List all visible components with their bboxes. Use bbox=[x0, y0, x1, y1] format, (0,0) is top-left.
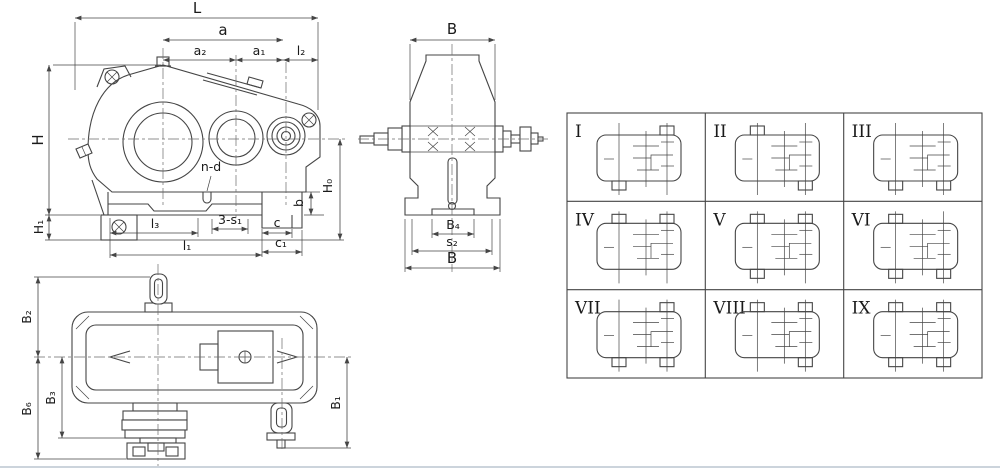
assembly-cell-IV: IV bbox=[575, 210, 682, 284]
dim-label-b: b bbox=[291, 199, 306, 207]
assembly-cell-I: I bbox=[575, 122, 682, 195]
assembly-cell-VI: VI bbox=[851, 210, 959, 284]
assembly-cell-numeral: VIII bbox=[712, 299, 745, 319]
dim-label-H0: H₀ bbox=[320, 179, 335, 193]
top-view: B₂ B₆ B₃ B₁ bbox=[19, 264, 352, 467]
shaft-stub-tl bbox=[749, 213, 765, 224]
shaft-stub-tl bbox=[749, 302, 765, 313]
dim-label-B6: B₆ bbox=[19, 402, 34, 416]
assembly-cell-numeral: VI bbox=[851, 210, 871, 230]
shaft-stub-bl bbox=[611, 180, 627, 191]
assembly-cell-II: II bbox=[713, 122, 820, 195]
shaft-stub-tr bbox=[936, 302, 952, 313]
dim-label-l2: l₂ bbox=[297, 43, 305, 58]
shaft-stub-bl bbox=[888, 180, 904, 191]
shaft-stub-tr bbox=[659, 125, 675, 136]
shaft-stub-tr bbox=[797, 213, 813, 224]
assembly-cell-III: III bbox=[852, 122, 959, 195]
shaft-stub-tl bbox=[611, 213, 627, 224]
dim-label-l1: l₁ bbox=[183, 238, 191, 253]
dim-label-B3: B₃ bbox=[43, 391, 58, 405]
assembly-cell-numeral: III bbox=[852, 122, 872, 142]
assembly-cell-VIII: VIII bbox=[712, 299, 820, 372]
shaft-stub-tl bbox=[888, 213, 904, 224]
shaft-stub-tr bbox=[659, 302, 675, 313]
dim-label-s2: s₂ bbox=[446, 234, 458, 249]
dim-label-H1: H₁ bbox=[31, 220, 46, 234]
assembly-cell-numeral: IV bbox=[575, 210, 595, 230]
dim-label-a1: a₁ bbox=[253, 43, 266, 58]
dim-label-n-d: n-d bbox=[201, 159, 221, 174]
assembly-cell-IX: IX bbox=[852, 299, 959, 372]
dim-label-3-s1: 3-s₁ bbox=[218, 212, 242, 227]
assembly-cell-numeral: IX bbox=[852, 299, 872, 319]
shaft-stub-bl bbox=[888, 268, 904, 279]
dim-label-a2: a₂ bbox=[194, 43, 207, 58]
dim-label-L: L bbox=[193, 0, 202, 17]
dim-label-B-bottom: B bbox=[447, 249, 457, 267]
assembly-cell-V: V bbox=[712, 210, 820, 284]
front-view: L a a₂ a₁ l₂ bbox=[29, 0, 348, 258]
shaft-stub-tr bbox=[797, 302, 813, 313]
shaft-stub-br bbox=[797, 180, 813, 191]
dim-label-B-top: B bbox=[447, 20, 457, 38]
assembly-cell-numeral: V bbox=[712, 210, 726, 230]
dim-label-B4: B₄ bbox=[446, 217, 460, 232]
shaft-stub-br bbox=[659, 357, 675, 368]
assembly-cell-numeral: I bbox=[575, 122, 582, 142]
shaft-stub-tr bbox=[659, 213, 675, 224]
dim-label-l3: l₃ bbox=[151, 216, 159, 231]
shaft-stub-br bbox=[936, 357, 952, 368]
shaft-stub-tl bbox=[888, 302, 904, 313]
assembly-cell-numeral: II bbox=[713, 122, 726, 142]
assembly-cell-VII: VII bbox=[574, 299, 682, 372]
shaft-stub-bl bbox=[888, 357, 904, 368]
shaft-stub-br bbox=[797, 357, 813, 368]
dim-label-c1: c₁ bbox=[275, 235, 287, 250]
shaft-stub-tl bbox=[749, 125, 765, 136]
shaft-stub-br bbox=[936, 268, 952, 279]
dim-label-B1: B₁ bbox=[328, 396, 343, 410]
dim-label-a: a bbox=[218, 21, 227, 39]
shaft-stub-br bbox=[936, 180, 952, 191]
shaft-stub-bl bbox=[611, 357, 627, 368]
dim-label-B2: B₂ bbox=[19, 310, 34, 324]
side-view: B B₄ s₂ bbox=[358, 20, 548, 272]
dim-label-H: H bbox=[29, 134, 47, 145]
assembly-cell-numeral: VII bbox=[574, 299, 601, 319]
shaft-stub-bl bbox=[749, 268, 765, 279]
dim-label-c: c bbox=[274, 215, 281, 230]
